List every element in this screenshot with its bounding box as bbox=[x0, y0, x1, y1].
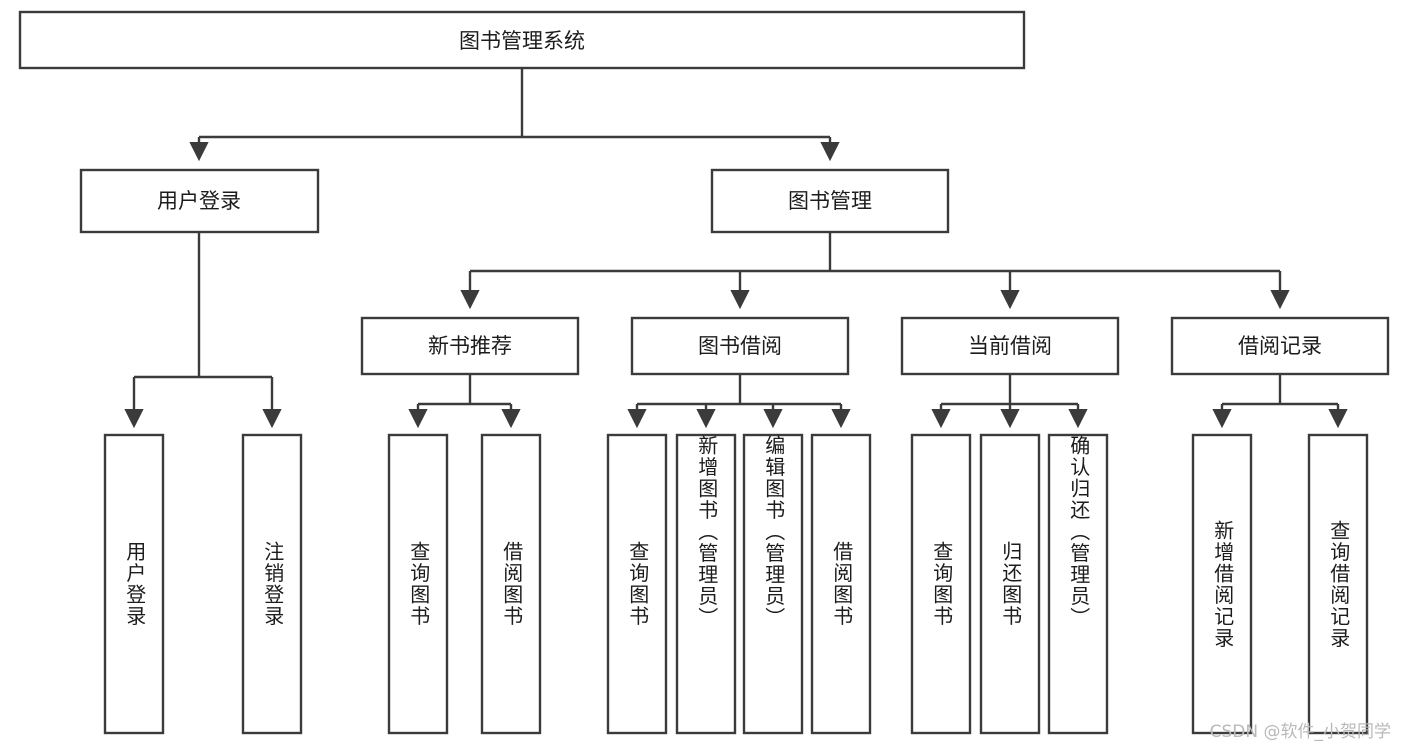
node-new-book-recommend-label: 新书推荐 bbox=[428, 334, 512, 358]
node-user-login-label: 用户登录 bbox=[157, 189, 241, 213]
node-current-borrow[interactable]: 当前借阅 bbox=[900, 316, 1120, 376]
connector-currentborrow-to-leaves bbox=[931, 374, 1088, 429]
node-leaf-confirm-return[interactable] bbox=[1047, 433, 1109, 735]
node-borrow-record[interactable]: 借阅记录 bbox=[1170, 316, 1390, 376]
connector-borrowrecord-to-leaves bbox=[1212, 374, 1348, 429]
node-borrow-record-label: 借阅记录 bbox=[1238, 334, 1322, 358]
node-new-book-recommend[interactable]: 新书推荐 bbox=[360, 316, 580, 376]
connector-root-to-level2 bbox=[189, 68, 840, 162]
node-root-label: 图书管理系统 bbox=[459, 29, 585, 53]
node-user-login[interactable]: 用户登录 bbox=[79, 168, 320, 234]
node-book-borrow[interactable]: 图书借阅 bbox=[630, 316, 850, 376]
node-leaf-add-record[interactable] bbox=[1191, 433, 1253, 735]
node-root[interactable]: 图书管理系统 bbox=[18, 10, 1026, 70]
connector-bookborrow-to-leaves bbox=[627, 374, 851, 429]
node-leaf-query-book-1[interactable] bbox=[387, 433, 449, 735]
node-book-manage[interactable]: 图书管理 bbox=[710, 168, 950, 234]
node-leaf-borrow-book-1[interactable] bbox=[480, 433, 542, 735]
connector-bookmanage-to-level3 bbox=[460, 232, 1290, 310]
node-book-manage-label: 图书管理 bbox=[788, 189, 872, 213]
node-leaf-query-record[interactable] bbox=[1307, 433, 1369, 735]
watermark-text: CSDN @软件_小贺同学 bbox=[1209, 722, 1391, 742]
connector-userlogin-to-leaves bbox=[124, 232, 282, 429]
node-leaf-user-logout[interactable] bbox=[241, 433, 303, 735]
connector-newbook-to-leaves bbox=[408, 374, 521, 429]
node-leaf-user-login[interactable] bbox=[103, 433, 165, 735]
node-leaf-return-book[interactable] bbox=[979, 433, 1041, 735]
node-leaf-query-book-3[interactable] bbox=[910, 433, 972, 735]
node-leaf-add-book[interactable] bbox=[675, 433, 737, 735]
node-leaf-edit-book[interactable] bbox=[742, 433, 804, 735]
node-current-borrow-label: 当前借阅 bbox=[968, 334, 1052, 358]
node-leaf-borrow-book-2[interactable] bbox=[810, 433, 872, 735]
node-book-borrow-label: 图书借阅 bbox=[698, 334, 782, 358]
node-leaf-query-book-2[interactable] bbox=[606, 433, 668, 735]
